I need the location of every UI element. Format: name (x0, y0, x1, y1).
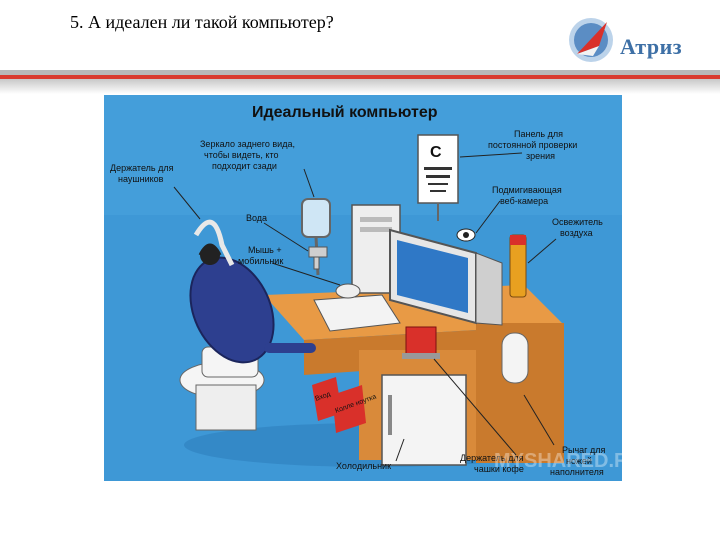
urinal (501, 332, 529, 384)
label-mouse-2: мобильник (238, 256, 283, 266)
label-mirror-1: Зеркало заднего вида, (200, 139, 295, 149)
label-headphones-holder-2: наушников (118, 174, 164, 184)
toilet (179, 346, 265, 431)
header-divider (0, 70, 720, 94)
label-knife-lever-1: Рычаг для (562, 445, 605, 455)
coffee-cup (402, 326, 440, 359)
winking-webcam (456, 228, 476, 242)
label-cup-holder-1: Держатель для (460, 453, 524, 463)
label-headphones-holder-1: Держатель для (110, 163, 174, 173)
label-fridge: Холодильник (336, 461, 391, 471)
air-freshener (509, 234, 527, 298)
label-cup-holder-2: чашки кофе (474, 464, 524, 474)
label-freshener-2: воздуха (560, 228, 593, 238)
crt-monitor (389, 228, 503, 326)
label-water: Вода (246, 213, 267, 223)
water-tap (308, 246, 328, 270)
label-knife-lever-2: ножей (566, 456, 592, 466)
label-panel-1: Панель для (514, 129, 563, 139)
watermark: MYSHARED.RU (494, 450, 622, 472)
headphones-holder (193, 219, 235, 267)
floor-boxes: Вход Колле ноутка (312, 377, 377, 433)
label-webcam-2: веб-камера (500, 196, 548, 206)
svg-text:C: C (430, 144, 442, 161)
vision-test-panel: C (417, 134, 459, 221)
label-pointers (173, 152, 557, 462)
logo-text: Атриз (620, 34, 683, 59)
atriz-logo: Атриз (563, 12, 703, 68)
fridge (381, 374, 467, 466)
office-chair (189, 256, 316, 364)
mouse-and-phone (335, 283, 361, 299)
box-label-1: Вход (314, 391, 331, 403)
label-panel-2: постоянной проверки (488, 140, 577, 150)
keyboard (313, 294, 401, 332)
slide-title: 5. А идеален ли такой компьютер? (70, 12, 334, 32)
label-mouse-1: Мышь + (248, 245, 282, 255)
label-panel-3: зрения (526, 151, 555, 161)
label-knife-lever-3: наполнителя (550, 467, 604, 477)
label-mirror-3: подходит сзади (212, 161, 277, 171)
ideal-computer-cartoon: Идеальный компьютер (104, 95, 622, 481)
label-mirror-2: чтобы видеть, кто (204, 150, 278, 160)
label-freshener-1: Освежитель (552, 217, 603, 227)
logo-emblem-icon (569, 18, 613, 62)
picture-heading: Идеальный компьютер (252, 104, 438, 121)
label-webcam-1: Подмигивающая (492, 185, 562, 195)
